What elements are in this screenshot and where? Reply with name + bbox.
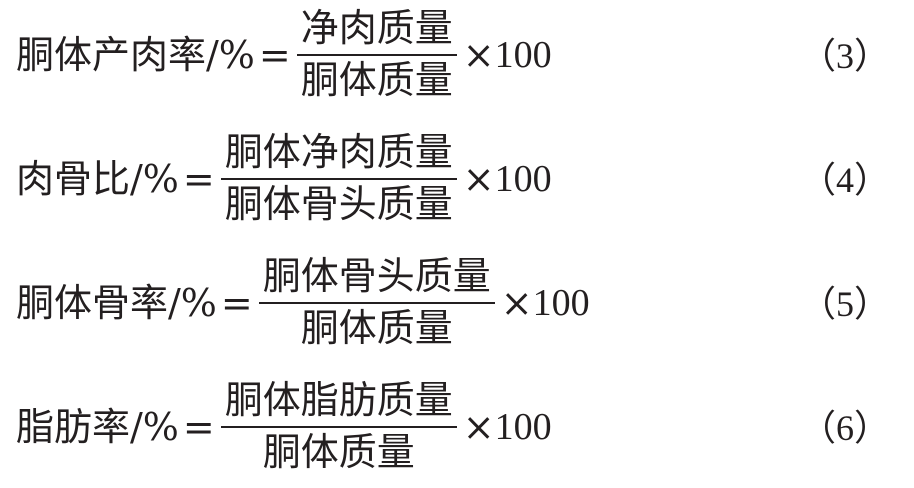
equation-number: （4） [799,160,890,200]
equation-carcass-bone-rate: 胴体骨率/% = 胴体骨头质量 胴体质量 × 100 [16,248,590,358]
equals-sign: = [220,281,253,325]
fraction: 净肉质量 胴体质量 [296,6,457,102]
equals-sign: = [182,405,215,449]
equation-fat-rate: 脂肪率/% = 胴体脂肪质量 胴体质量 × 100 [16,372,552,482]
equation-meat-bone-ratio: 肉骨比/% = 胴体净肉质量 胴体骨头质量 × 100 [16,124,552,234]
fraction-numerator: 净肉质量 [300,6,453,51]
times-sign: × [462,33,495,77]
multiplier: 100 [532,282,590,324]
fraction-numerator: 胴体净肉质量 [224,130,453,175]
times-sign: × [462,405,495,449]
fraction-bar [258,302,495,304]
equation-lhs: 肉骨比/% [16,157,179,201]
fraction-numerator: 胴体骨头质量 [262,254,491,299]
equation-lhs: 脂肪率/% [16,405,179,449]
fraction: 胴体净肉质量 胴体骨头质量 [220,130,457,226]
fraction-bar [220,426,457,428]
equals-sign: = [182,157,215,201]
equation-number: （6） [799,408,890,448]
times-sign: × [500,281,533,325]
fraction-bar [220,178,457,180]
equals-sign: = [258,33,291,77]
multiplier: 100 [494,34,552,76]
multiplier: 100 [494,158,552,200]
fraction-denominator: 胴体质量 [300,58,453,102]
equation-number: （3） [799,36,890,76]
equation-carcass-meat-yield: 胴体产肉率/% = 净肉质量 胴体质量 × 100 [16,0,552,110]
fraction-bar [296,54,457,56]
equation-lhs: 胴体骨率/% [16,281,217,325]
fraction-denominator: 胴体骨头质量 [224,182,453,226]
equation-lhs: 胴体产肉率/% [16,33,255,77]
fraction: 胴体脂肪质量 胴体质量 [220,378,457,474]
equation-number: （5） [799,284,890,324]
multiplier: 100 [494,406,552,448]
fraction-denominator: 胴体质量 [300,306,453,350]
times-sign: × [462,157,495,201]
fraction-denominator: 胴体质量 [262,430,415,474]
fraction: 胴体骨头质量 胴体质量 [258,254,495,350]
fraction-numerator: 胴体脂肪质量 [224,378,453,423]
